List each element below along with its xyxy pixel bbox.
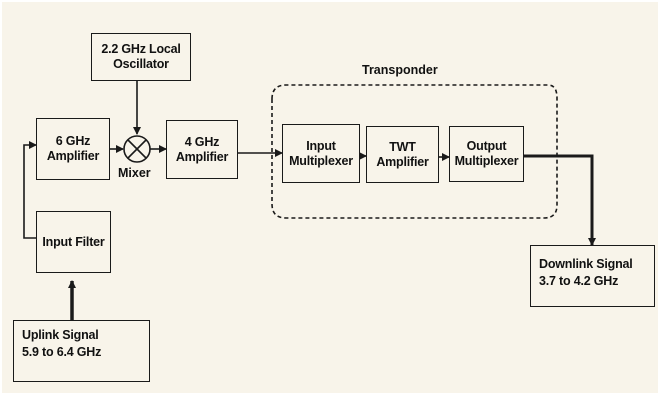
mixer-symbol bbox=[123, 135, 151, 163]
uplink-signal-block: Uplink Signal 5.9 to 6.4 GHz bbox=[13, 320, 150, 382]
twt-amplifier-block: TWT Amplifier bbox=[366, 126, 439, 183]
output-multiplexer-block: Output Multiplexer bbox=[449, 126, 524, 182]
filter-to-6ghz-line bbox=[23, 141, 37, 239]
transponder-label: Transponder bbox=[362, 63, 438, 77]
transponder-boundary bbox=[271, 84, 558, 219]
downlink-signal-block: Downlink Signal 3.7 to 4.2 GHz bbox=[530, 245, 655, 307]
amplifier-6ghz-block: 6 GHz Amplifier bbox=[36, 118, 110, 180]
local-oscillator-block: 2.2 GHz Local Oscillator bbox=[91, 33, 191, 81]
outputmux-to-downlink-line bbox=[524, 154, 596, 246]
amplifier-4ghz-block: 4 GHz Amplifier bbox=[166, 120, 238, 179]
mixer-label: Mixer bbox=[118, 166, 151, 180]
input-multiplexer-block: Input Multiplexer bbox=[282, 124, 360, 183]
input-filter-block: Input Filter bbox=[36, 211, 111, 273]
